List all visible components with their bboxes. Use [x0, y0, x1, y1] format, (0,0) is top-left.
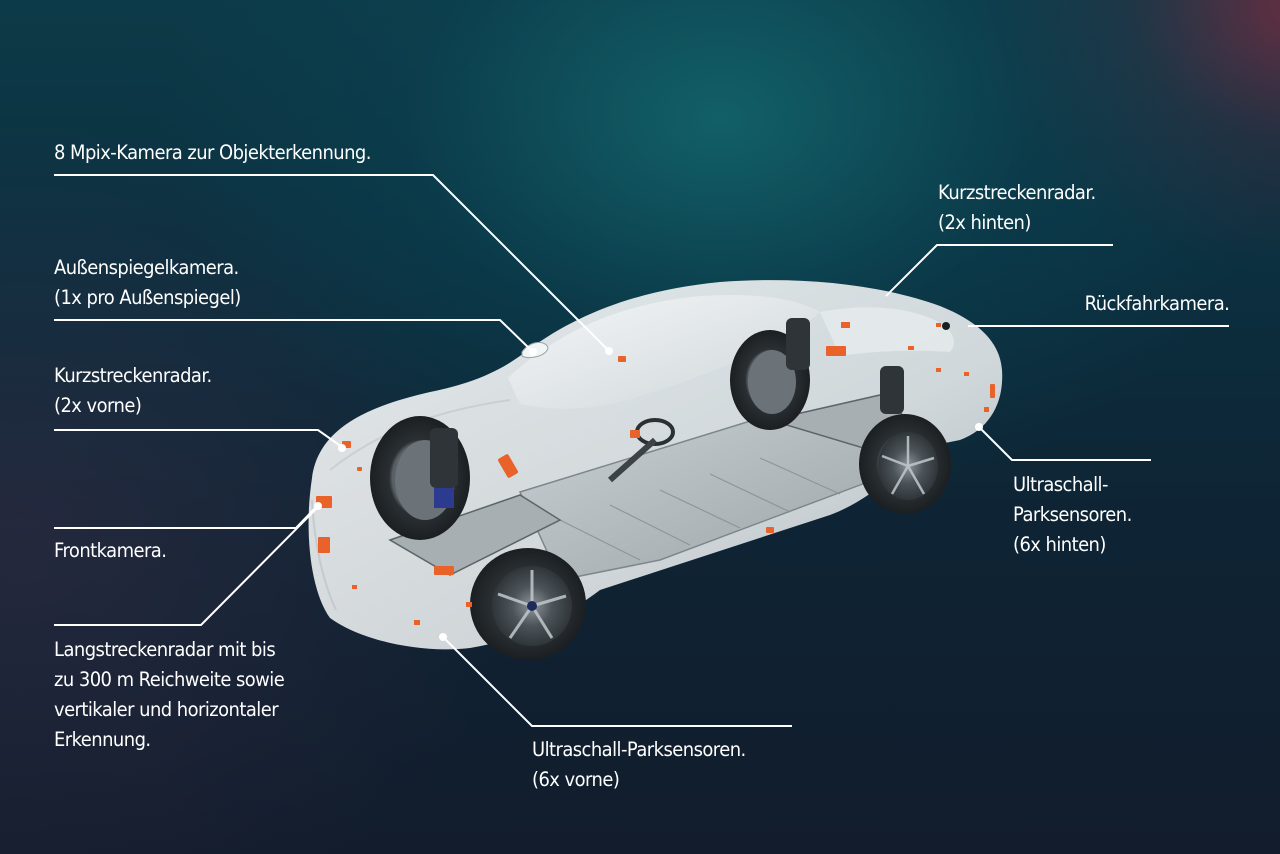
- callout-long-radar-line-3: vertikaler und horizontaler: [54, 698, 279, 721]
- callout-mirror-camera: Außenspiegelkamera. (1x pro Außenspiegel…: [54, 253, 241, 313]
- rear-camera-lens: [942, 322, 950, 330]
- leader-mirror-camera: [54, 319, 534, 353]
- leader-mpix-camera: [54, 174, 610, 352]
- callout-mpix-camera-line-1: 8 Mpix-Kamera zur Objekterkennung.: [54, 141, 371, 164]
- callout-long-radar-line-1: Langstreckenradar mit bis: [54, 638, 276, 661]
- callout-short-radar-rear-line-2: (2x hinten): [938, 211, 1031, 234]
- anchor-dot-front-camera: [314, 502, 322, 510]
- callout-mirror-camera-line-2: (1x pro Außenspiegel): [54, 286, 241, 309]
- anchor-dot-ultrasonic-rear: [975, 423, 983, 431]
- leader-short-radar-rear: [885, 244, 1113, 297]
- leader-front-camera: [54, 504, 319, 529]
- anchor-dot-mpix-camera: [605, 347, 613, 355]
- anchor-dot-mirror-camera: [529, 348, 537, 356]
- callout-front-camera: Frontkamera.: [54, 536, 167, 566]
- anchor-dot-ultrasonic-front: [439, 633, 447, 641]
- sensor-modules: [316, 322, 995, 625]
- callout-ultrasonic-front-line-1: Ultraschall-Parksensoren.: [532, 738, 746, 761]
- callout-short-radar-front: Kurzstreckenradar. (2x vorne): [54, 361, 212, 421]
- callout-short-radar-front-line-1: Kurzstreckenradar.: [54, 364, 212, 387]
- leader-short-radar-front: [54, 429, 343, 448]
- callout-short-radar-front-line-2: (2x vorne): [54, 394, 142, 417]
- callout-front-camera-line-1: Frontkamera.: [54, 539, 167, 562]
- rear-window: [820, 307, 954, 356]
- callout-ultrasonic-rear-line-1: Ultraschall-: [1013, 473, 1108, 496]
- callout-long-radar-line-2: zu 300 m Reichweite sowie: [54, 668, 285, 691]
- callout-rear-camera-line-1: Rückfahrkamera.: [1084, 292, 1229, 315]
- windshield: [508, 294, 820, 409]
- leader-long-radar: [54, 506, 319, 626]
- anchor-dot-short-radar-front: [338, 444, 346, 452]
- callout-long-radar: Langstreckenradar mit bis zu 300 m Reich…: [54, 635, 285, 755]
- leader-ultrasonic-front: [442, 636, 792, 727]
- callout-long-radar-line-4: Erkennung.: [54, 728, 151, 751]
- callout-ultrasonic-front: Ultraschall-Parksensoren. (6x vorne): [532, 735, 746, 795]
- callout-ultrasonic-rear-line-2: Parksensoren.: [1013, 503, 1132, 526]
- callout-ultrasonic-rear-line-3: (6x hinten): [1013, 533, 1106, 556]
- callout-short-radar-rear-line-1: Kurzstreckenradar.: [938, 181, 1096, 204]
- callout-mpix-camera: 8 Mpix-Kamera zur Objekterkennung.: [54, 138, 371, 168]
- callout-mirror-camera-line-1: Außenspiegelkamera.: [54, 256, 239, 279]
- callout-ultrasonic-rear: Ultraschall- Parksensoren. (6x hinten): [1013, 470, 1132, 560]
- leader-ultrasonic-rear: [978, 426, 1151, 461]
- callout-rear-camera: Rückfahrkamera.: [1084, 289, 1229, 319]
- callout-short-radar-rear: Kurzstreckenradar. (2x hinten): [938, 178, 1096, 238]
- callout-ultrasonic-front-line-2: (6x vorne): [532, 768, 620, 791]
